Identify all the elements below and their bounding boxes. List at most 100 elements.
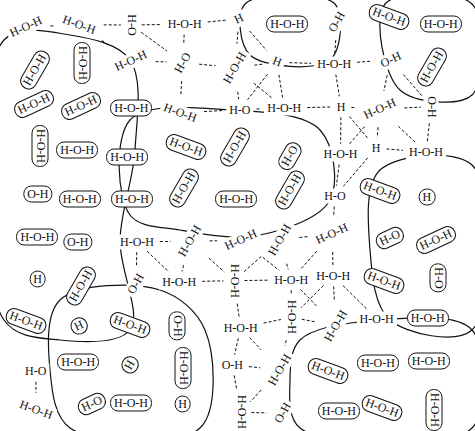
molecule-label: H <box>174 396 191 413</box>
hydrogen-bond <box>250 31 267 50</box>
molecule-label: O-H <box>375 47 406 72</box>
hydrogen-bond <box>299 236 308 238</box>
molecule-label: H-O-H <box>406 145 446 160</box>
molecule-label: H-O-H <box>263 349 296 391</box>
molecule-label: H-O-H <box>110 100 152 117</box>
hydrogen-bond <box>427 123 429 142</box>
molecule-label: H-O-H <box>218 47 251 89</box>
molecule-label: H-O-H <box>362 266 407 296</box>
hydrogen-bond <box>307 106 330 108</box>
hydrogen-bond <box>287 264 289 270</box>
molecule-label: H <box>229 9 249 29</box>
hydrogen-bond <box>336 165 339 186</box>
molecule-label: H <box>267 53 286 72</box>
hydrogen-bond <box>136 252 137 266</box>
hydrogen-bond <box>248 74 268 100</box>
molecule-label: H-O-H <box>226 261 241 301</box>
molecule-label: H-O-H <box>110 46 153 76</box>
molecule-label: H-O-H <box>313 268 353 283</box>
molecule-label: H-O-H <box>284 297 299 337</box>
molecule-label: H-O-H <box>106 148 148 165</box>
molecule-label: H-O-H <box>263 219 296 261</box>
hydrogen-bond <box>102 40 108 44</box>
molecule-label: H-O-H <box>107 310 152 340</box>
molecule-label: H-O-H <box>63 263 99 308</box>
hydrogen-bond <box>237 92 239 99</box>
hydrogen-bond <box>264 319 281 323</box>
molecule-label: H <box>418 189 435 206</box>
hydrogen-bond <box>377 127 378 137</box>
hydrogen-bond <box>279 75 283 98</box>
hydrogen-bond <box>349 127 365 145</box>
hydrogen-bond <box>285 340 286 345</box>
molecule-label: H-O-H <box>166 166 202 211</box>
molecule-label: H <box>118 354 141 377</box>
molecule-label: H-O-H <box>273 168 309 213</box>
molecule-label: H-O-H <box>15 396 58 424</box>
molecule-label: H <box>29 271 46 288</box>
hydrogen-bond <box>156 61 167 62</box>
molecule-label: O-H <box>324 6 351 37</box>
molecule-label: H <box>68 314 90 336</box>
molecule-label: H-O-H <box>12 87 57 120</box>
molecule-label: H-O <box>75 390 109 418</box>
molecule-label: H-O-H <box>56 141 98 158</box>
hydrogen-bond <box>50 25 55 26</box>
hydrogen-bond <box>244 256 262 272</box>
molecule-label: H <box>334 99 349 114</box>
hydrogen-bond <box>209 258 224 272</box>
molecule-label: H-O-H <box>158 99 201 127</box>
molecule-label: H-O-H <box>359 94 402 124</box>
hydrogen-bond <box>398 126 415 142</box>
molecule-label: H-O-H <box>319 305 352 347</box>
hydrogen-bond <box>254 64 264 65</box>
hydrogen-bond <box>404 107 420 109</box>
molecule-label: H-O-H <box>32 125 49 167</box>
molecule-label: H-O-H <box>174 347 191 389</box>
molecule-label: H-O <box>430 264 447 293</box>
molecule-label: H <box>369 140 384 155</box>
molecule-label: H-O-H <box>359 393 404 423</box>
hydrogen-bond <box>237 32 238 44</box>
hydrogen-bond <box>199 64 215 66</box>
hydrogen-bond <box>182 265 184 271</box>
hydrogen-bond <box>210 240 217 241</box>
molecule-label: H-O-H <box>425 389 442 431</box>
hydrogen-bond <box>160 241 171 242</box>
hydrogen-bond <box>340 117 341 143</box>
molecule-label: H-O-H <box>314 57 354 72</box>
molecule-label: H-O-H <box>414 45 450 90</box>
molecule-label: H-O <box>124 11 139 38</box>
molecule-label: O-H <box>63 234 92 251</box>
molecule-label: H-O-H <box>264 101 304 116</box>
molecule-label: H-O-H <box>57 354 99 371</box>
hydrogen-bond <box>204 111 223 112</box>
molecule-label: H-O-H <box>165 17 205 32</box>
molecule-label: O-H <box>23 185 52 202</box>
hydrogen-bond <box>104 24 121 25</box>
molecule-label: H-O-H <box>16 228 58 245</box>
molecule-label: H-O-H <box>306 356 351 386</box>
molecule-label: H-O-H <box>117 234 157 249</box>
molecule-label: O-H <box>219 357 246 372</box>
molecule-label: H-O <box>275 139 304 173</box>
molecule-label: H-O-H <box>311 219 354 249</box>
hydrogen-bond <box>343 286 367 309</box>
hydrogen-bond <box>300 289 317 306</box>
hydrogen-bond <box>333 286 335 301</box>
cluster-outline <box>48 285 213 431</box>
molecule-label: H-O-H <box>408 352 450 369</box>
molecule-label: H-O-H <box>233 392 248 431</box>
molecule-label: O-H <box>270 398 297 429</box>
molecule-label: H-O-H <box>17 48 53 93</box>
molecule-label: H-O-H <box>318 402 360 419</box>
cluster-outline <box>290 318 475 431</box>
hydrogen-bond <box>256 108 261 109</box>
molecule-label: H-O-H <box>59 190 101 207</box>
molecule-label: H-O-H <box>413 223 458 256</box>
cluster-outline <box>368 155 475 337</box>
molecule-label: H-O-H <box>4 305 49 335</box>
hydrogen-bond <box>235 338 239 354</box>
hydrogen-bond <box>336 75 340 97</box>
hydrogen-bond <box>237 304 239 318</box>
